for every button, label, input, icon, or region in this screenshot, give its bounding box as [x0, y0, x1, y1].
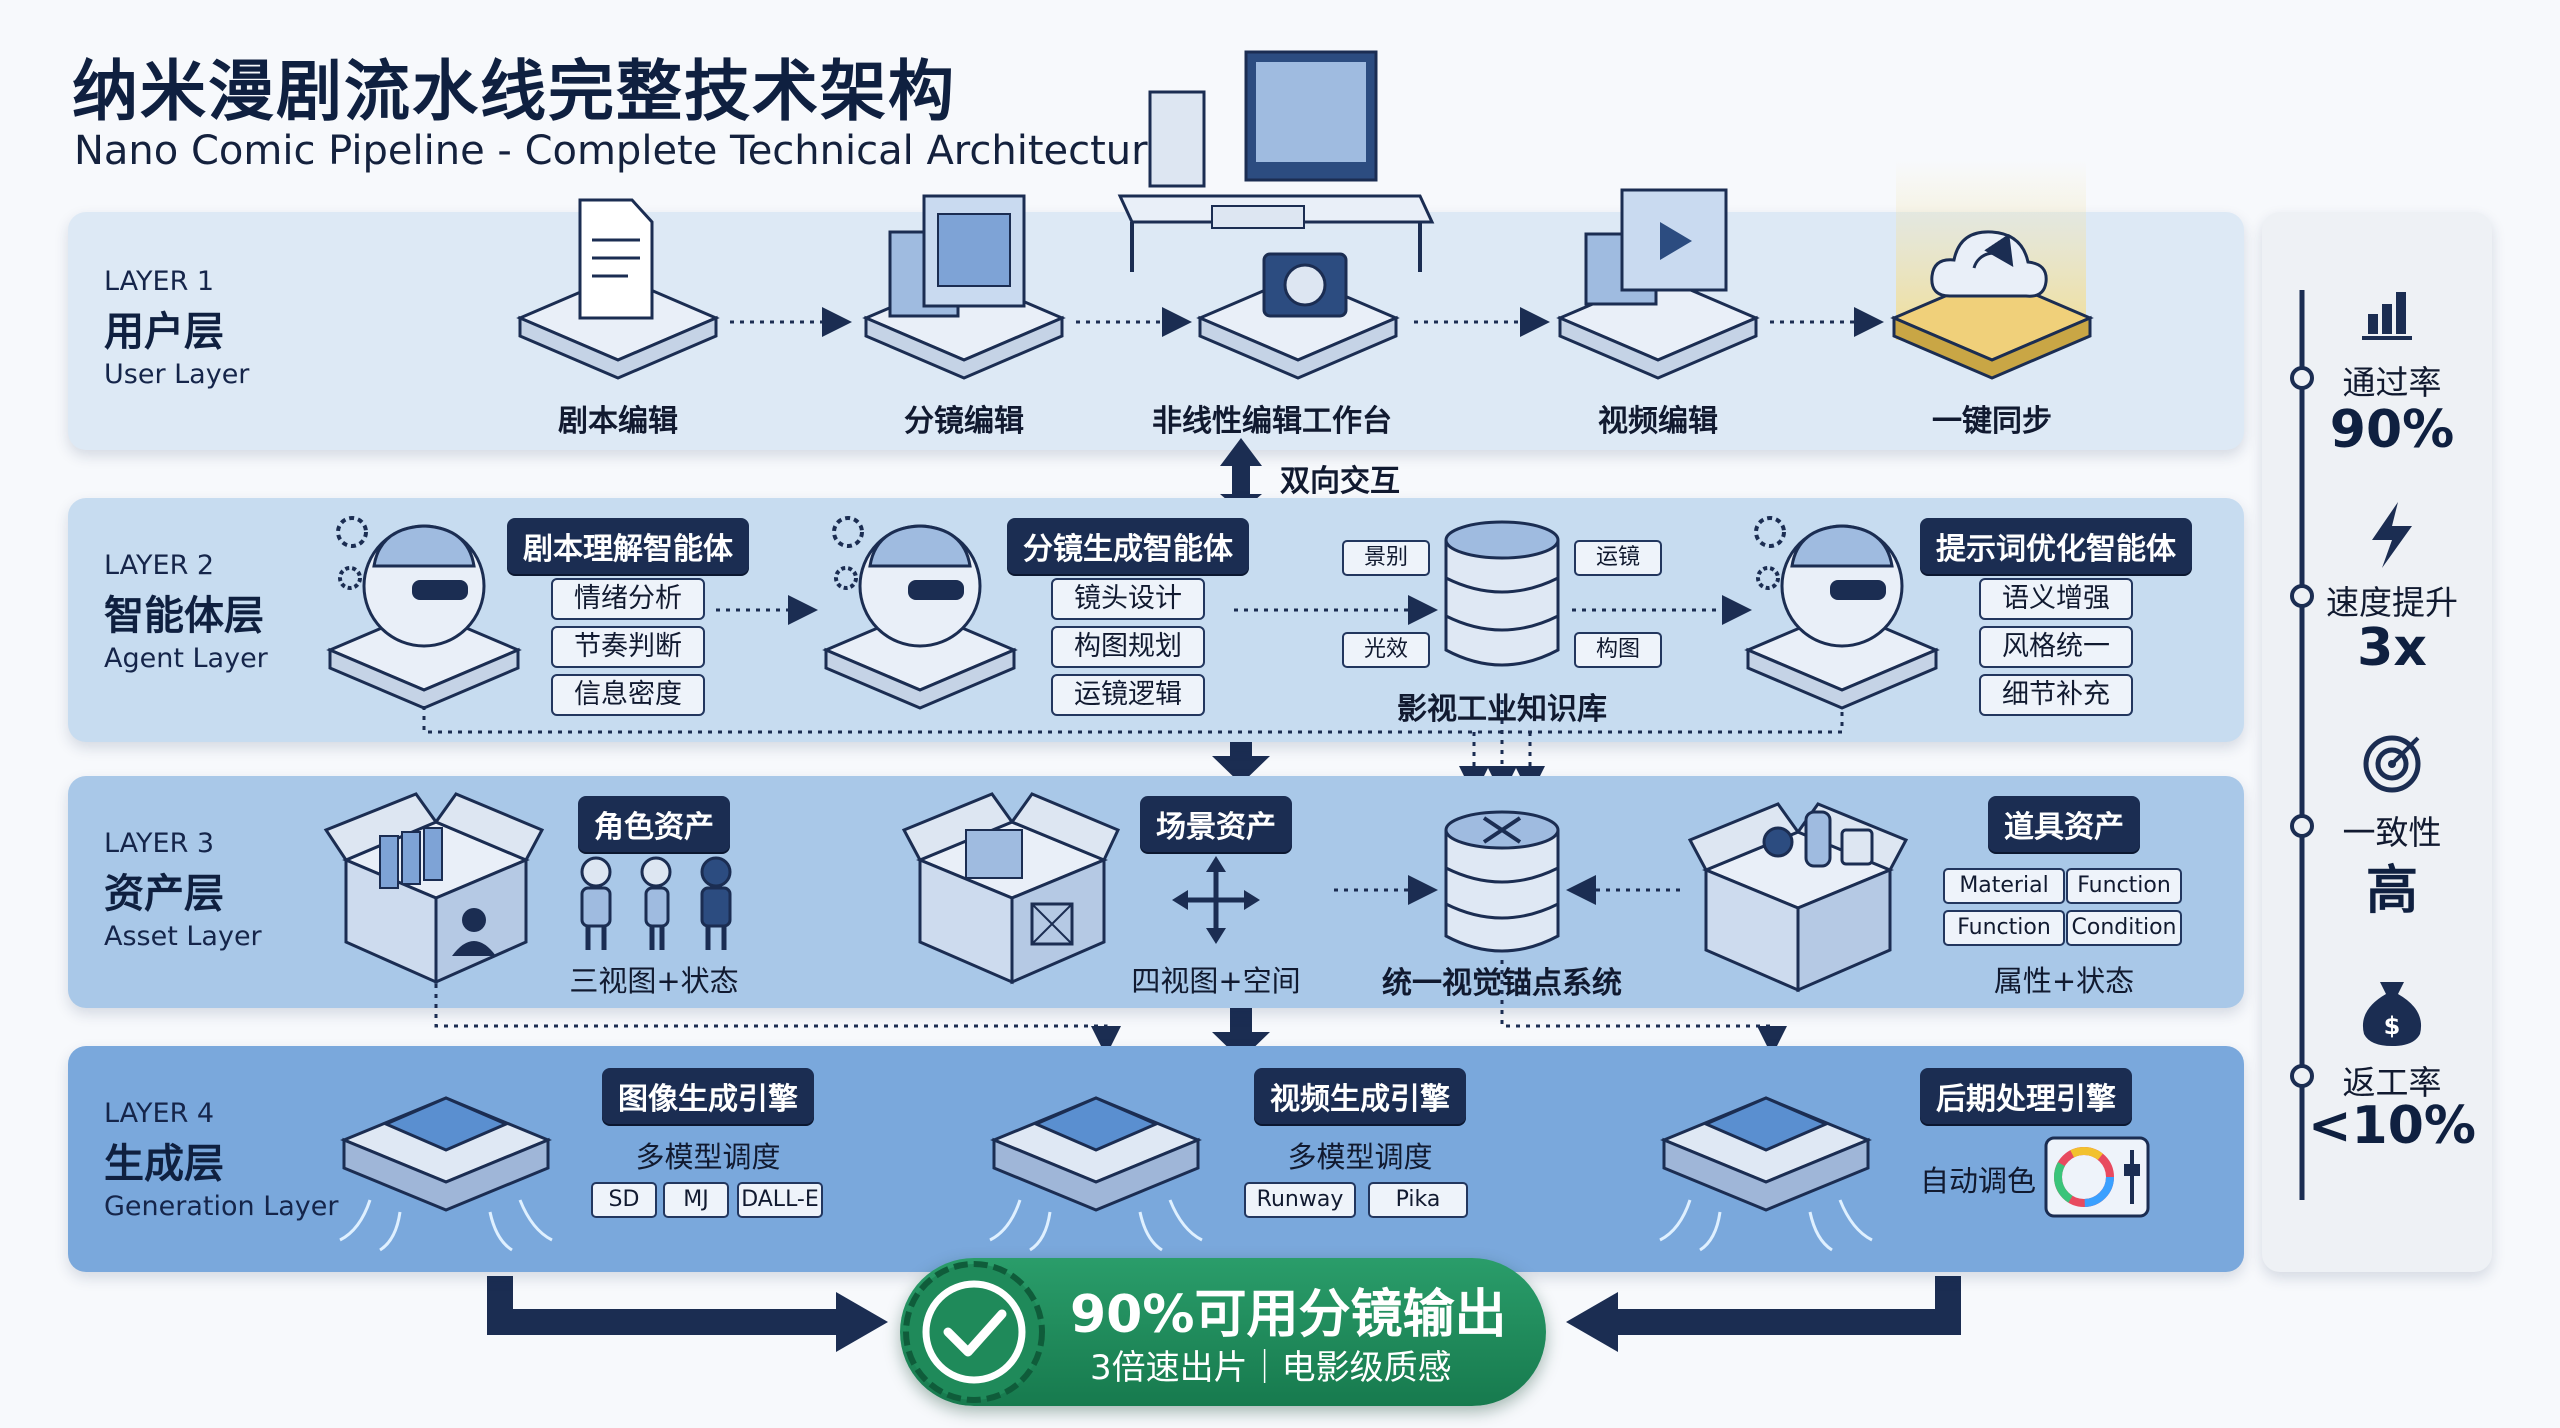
- character-asset-title: 角色资产: [578, 796, 730, 852]
- output-sub-text: 3倍速出片｜电影级质感: [1090, 1348, 1452, 1388]
- metric-speed-value: 3x: [2357, 618, 2427, 678]
- metric-pass-rate-value: 90%: [2329, 400, 2455, 460]
- model-runway: Runway: [1244, 1182, 1356, 1218]
- metric-consistency-label: 一致性: [2342, 813, 2442, 852]
- agent-3-item-2: 风格统一: [1979, 626, 2133, 668]
- knowledge-tag-lighting: 光效: [1342, 632, 1430, 668]
- metric-consistency-value: 高: [2365, 861, 2419, 921]
- video-edit-platform-icon: [1556, 188, 1760, 380]
- bidirectional-label: 双向交互: [1280, 464, 1400, 499]
- visual-anchor-label: 统一视觉锚点系统: [1382, 966, 1622, 1001]
- agent-2-item-2: 构图规划: [1051, 626, 1205, 668]
- prop-asset-caption: 属性+状态: [1993, 964, 2135, 998]
- knowledge-tag-shot-size: 景别: [1342, 540, 1430, 576]
- layer-4-panel: [68, 1046, 2244, 1272]
- video-engine-subtitle: 多模型调度: [1287, 1140, 1433, 1174]
- layer-4-number: LAYER 4: [104, 1098, 215, 1129]
- scene-asset-title: 场景资产: [1140, 796, 1292, 852]
- prop-tag-condition: Condition: [2066, 910, 2182, 946]
- prop-tag-material: Material: [1943, 868, 2065, 904]
- agent-1-title: 剧本理解智能体: [507, 518, 749, 574]
- agent-3-title: 提示词优化智能体: [1920, 518, 2192, 574]
- node-video-edit[interactable]: 视频编辑: [1598, 404, 1718, 439]
- post-engine-subtitle: 自动调色: [1920, 1164, 2037, 1198]
- character-asset-caption: 三视图+状态: [569, 964, 739, 998]
- agent-3-item-3: 细节补充: [1979, 674, 2133, 716]
- layer-2-subtitle: Agent Layer: [104, 643, 268, 674]
- metric-pass-rate-label: 通过率: [2342, 363, 2442, 402]
- knowledge-tag-camera-move: 运镜: [1574, 540, 1662, 576]
- page-title: 纳米漫剧流水线完整技术架构: [72, 53, 956, 130]
- output-main-text: 90%可用分镜输出: [1070, 1285, 1507, 1345]
- agent-2-item-1: 镜头设计: [1051, 578, 1205, 620]
- layer-2-title: 智能体层: [104, 593, 264, 639]
- agent-1-item-3: 信息密度: [551, 674, 705, 716]
- sync-platform-icon: [1890, 160, 2094, 380]
- prop-tag-function-2: Function: [1943, 910, 2065, 946]
- workstation-platform-icon: [1117, 50, 1435, 380]
- node-script-edit[interactable]: 剧本编辑: [558, 404, 678, 439]
- node-nle-workstation[interactable]: 非线性编辑工作台: [1152, 404, 1392, 439]
- metric-rework-value: <10%: [2307, 1096, 2477, 1156]
- knowledge-tag-composition: 构图: [1574, 632, 1662, 668]
- left-output-arrow-icon: [487, 1276, 888, 1352]
- agent-1-item-2: 节奏判断: [551, 626, 705, 668]
- layer-4-label: LAYER 4 生成层 Generation Layer: [104, 1098, 338, 1222]
- image-engine-subtitle: 多模型调度: [635, 1140, 781, 1174]
- layer-3-subtitle: Asset Layer: [104, 921, 262, 952]
- video-engine-title: 视频生成引擎: [1254, 1068, 1466, 1124]
- model-dall-e: DALL-E: [737, 1182, 823, 1218]
- prop-tag-function-1: Function: [2066, 868, 2182, 904]
- layer-1-title: 用户层: [104, 309, 224, 355]
- layer-3-title: 资产层: [104, 871, 224, 917]
- node-one-click-sync[interactable]: 一键同步: [1932, 404, 2052, 439]
- node-storyboard-edit[interactable]: 分镜编辑: [904, 404, 1024, 439]
- layer-1-label: LAYER 1 用户层 User Layer: [104, 266, 249, 390]
- layer-2-label: LAYER 2 智能体层 Agent Layer: [104, 550, 268, 674]
- layer-1-number: LAYER 1: [104, 266, 215, 297]
- layer-1-subtitle: User Layer: [104, 359, 250, 390]
- agent-3-item-1: 语义增强: [1979, 578, 2133, 620]
- model-sd: SD: [591, 1182, 657, 1218]
- model-pika: Pika: [1368, 1182, 1468, 1218]
- layer-3-label: LAYER 3 资产层 Asset Layer: [104, 828, 262, 952]
- agent-2-title: 分镜生成智能体: [1007, 518, 1249, 574]
- right-output-arrow-icon: [1566, 1276, 1961, 1352]
- layer-4-title: 生成层: [104, 1141, 224, 1187]
- script-edit-platform-icon: [516, 198, 720, 380]
- model-mj: MJ: [663, 1182, 729, 1218]
- metric-rework-label: 返工率: [2342, 1063, 2442, 1102]
- image-engine-title: 图像生成引擎: [602, 1068, 814, 1124]
- agent-2-item-3: 运镜逻辑: [1051, 674, 1205, 716]
- layer-2-number: LAYER 2: [104, 550, 215, 581]
- scene-asset-caption: 四视图+空间: [1131, 964, 1301, 998]
- storyboard-edit-platform-icon: [862, 194, 1066, 380]
- metric-speed-label: 速度提升: [2326, 583, 2458, 622]
- agent-1-item-1: 情绪分析: [551, 578, 705, 620]
- post-engine-title: 后期处理引擎: [1920, 1068, 2132, 1124]
- layer-3-number: LAYER 3: [104, 828, 215, 859]
- layer-4-subtitle: Generation Layer: [104, 1191, 339, 1222]
- knowledge-base-label: 影视工业知识库: [1397, 692, 1607, 727]
- prop-asset-title: 道具资产: [1988, 796, 2140, 852]
- page-subtitle: Nano Comic Pipeline - Complete Technical…: [74, 128, 1172, 174]
